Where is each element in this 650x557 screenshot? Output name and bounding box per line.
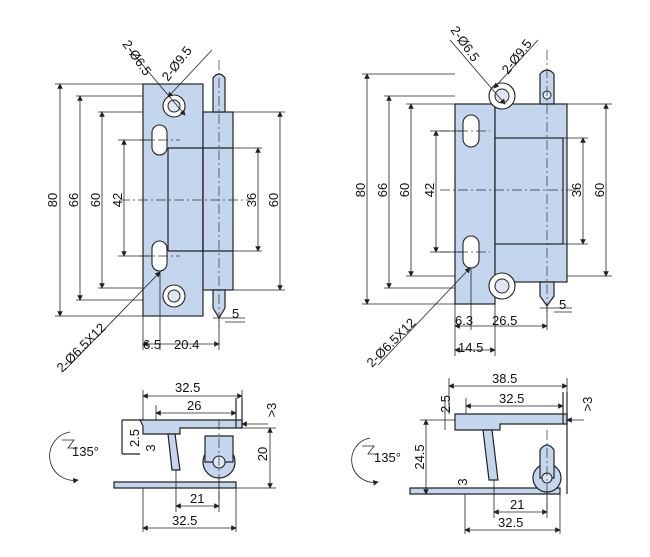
- right-dim-60b: 60: [592, 183, 607, 197]
- right-dim-60a: 60: [397, 183, 412, 197]
- right-rotation-arrow-icon: [351, 437, 379, 486]
- right-section-angle: 135°: [374, 450, 401, 465]
- left-label-hole-small: 2-Ø6.5: [120, 37, 155, 78]
- right-section-dim-38-5: 38.5: [492, 371, 517, 386]
- left-hinge-section-view: 32.5 26 >3 2.5 3 20 21 32.5 135°: [49, 380, 279, 532]
- left-dim-36: 36: [244, 193, 259, 207]
- right-hinge-section-view: 38.5 32.5 >3 2.5 24.5 3 21 32.5 135°: [351, 371, 595, 534]
- left-dim-42: 42: [110, 193, 125, 207]
- left-dim-80: 80: [45, 193, 60, 207]
- right-section-dim-24-5: 24.5: [412, 444, 427, 469]
- right-dim-66: 66: [375, 183, 390, 197]
- left-section-dim-32-5-top: 32.5: [175, 380, 200, 395]
- left-dim-6-5: 6.5: [143, 337, 161, 352]
- left-dim-20-4: 20.4: [174, 337, 199, 352]
- right-label-slot: 2-Ø6.5X12: [364, 315, 419, 370]
- left-section-angle: 135°: [72, 444, 99, 459]
- left-section-dim-21: 21: [190, 491, 204, 506]
- left-label-hole-large: 2-Ø9.5: [159, 43, 195, 84]
- right-hinge-front-view: 80 66 60 42 36 60 2-Ø6.5 2-Ø9.5 2-Ø6.5X1…: [353, 23, 612, 370]
- left-section-dim-20: 20: [255, 447, 270, 461]
- right-section-dim-2-5: 2.5: [438, 395, 453, 413]
- left-section-dim-26: 26: [187, 398, 201, 413]
- right-section-dim-32-5-bottom: 32.5: [498, 515, 523, 530]
- left-dim-5: 5: [232, 306, 239, 321]
- right-hinge-body: [494, 137, 564, 245]
- right-label-hole-large: 2-Ø9.5: [499, 36, 535, 77]
- left-section-dim-gt3: >3: [264, 403, 279, 418]
- right-dim-80: 80: [353, 183, 368, 197]
- left-dim-60b: 60: [266, 193, 281, 207]
- left-knuckle-leaf: [202, 111, 234, 291]
- right-section-dim-21: 21: [510, 497, 524, 512]
- left-dim-60a: 60: [88, 193, 103, 207]
- left-rotation-arrow-icon: [49, 431, 79, 484]
- right-dim-42: 42: [422, 183, 437, 197]
- right-section-dim-gt3: >3: [580, 397, 595, 412]
- right-dim-26-5: 26.5: [492, 313, 517, 328]
- left-hinge-front-view: 80 66 60 42 36 60 2-Ø6.5 2-Ø9.5 2-Ø6.5X1…: [45, 37, 285, 375]
- right-dim-36: 36: [569, 183, 584, 197]
- left-section-dim-2-5: 2.5: [127, 429, 142, 447]
- left-section-dim-3: 3: [143, 444, 158, 451]
- right-section-dim-3: 3: [455, 478, 470, 485]
- left-label-slot: 2-Ø6.5X12: [54, 320, 109, 375]
- left-section-dim-32-5-bottom: 32.5: [172, 513, 197, 528]
- right-dim-6-3: 6.3: [455, 313, 473, 328]
- right-dim-14-5: 14.5: [458, 340, 483, 355]
- left-dim-66: 66: [66, 193, 81, 207]
- right-dim-5: 5: [559, 297, 566, 312]
- right-section-dim-32-5-top: 32.5: [499, 391, 524, 406]
